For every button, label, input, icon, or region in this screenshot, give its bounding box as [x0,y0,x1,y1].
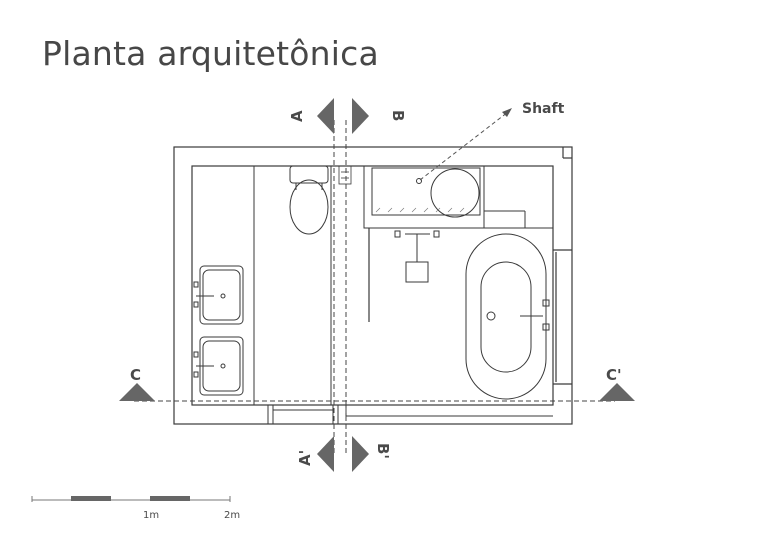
door [267,405,553,424]
shaft-pointer [419,108,512,181]
section-marker-c-prime [599,383,635,401]
sink-lower [193,336,244,396]
section-marker-b [352,98,369,134]
shaft-box [363,165,553,229]
scale-label-1m: 1m [143,510,159,521]
section-label-c-prime: C' [606,366,622,384]
section-lines [134,120,615,455]
shaft-hatch [375,207,465,213]
section-marker-c [119,383,155,401]
toilet [289,165,329,235]
section-label-b-prime: B' [374,443,392,459]
section-label-c: C [130,366,141,384]
section-label-b: B [389,110,407,121]
section-label-a-prime: A' [296,450,314,466]
page-title: Planta arquitetônica [42,34,379,73]
section-marker-b-prime [352,436,369,472]
shaft-label: Shaft [522,101,565,117]
outer-walls [173,146,573,425]
bathtub [465,233,550,400]
section-label-a: A [288,110,306,122]
section-marker-a-prime [317,436,334,472]
shower-fixtures [394,230,440,283]
section-marker-a [317,98,334,134]
flush-valve [338,165,352,185]
scale-bar [31,496,231,502]
sink-upper [193,265,244,325]
vanity-counter [253,166,332,405]
scale-label-2m: 2m [224,510,240,521]
